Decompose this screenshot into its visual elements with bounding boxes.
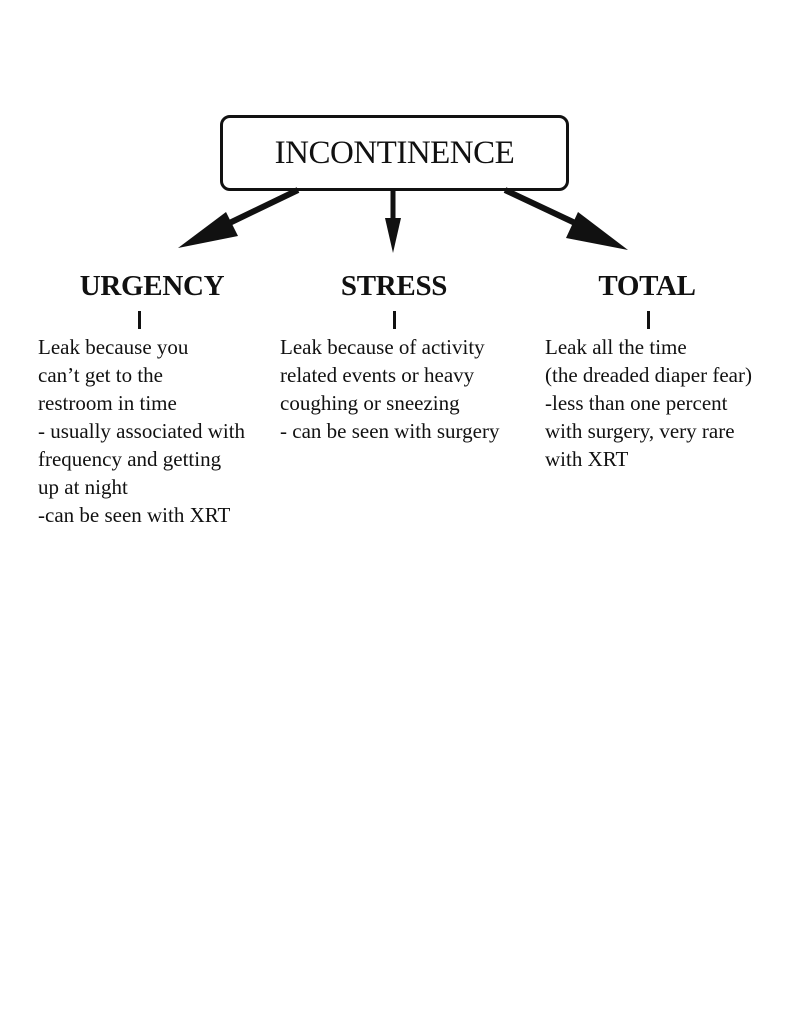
description-urgency: Leak because you can’t get to the restro… [38,333,245,529]
arrow-to-urgency [178,187,300,248]
text-line: with surgery, very rare [545,419,735,443]
text-line: related events or heavy [280,363,475,387]
text-line: with XRT [545,447,629,471]
text-line: restroom in time [38,391,177,415]
text-line: coughing or sneezing [280,391,460,415]
text-line: Leak because you [38,335,189,359]
description-stress: Leak because of activity related events … [280,333,499,445]
text-line: - usually associated with [38,419,246,443]
text-line: (the dreaded diaper fear) [545,363,752,387]
tick-stress [393,311,396,329]
tick-urgency [138,311,141,329]
text-line: -can be seen with XRT [38,503,231,527]
text-line: Leak all the time [545,335,687,359]
heading-total: TOTAL [598,270,696,302]
text-line: up at night [38,475,128,499]
connector-arrows [178,187,628,253]
heading-urgency: URGENCY [79,270,225,302]
tick-total [647,311,650,329]
arrow-to-total [503,187,628,250]
text-line: Leak because of activity [280,335,485,359]
arrow-to-stress [385,188,401,253]
text-line: frequency and getting [38,447,222,471]
root-label: INCONTINENCE [274,134,515,171]
text-line: can’t get to the [38,363,163,387]
text-line: - can be seen with surgery [280,419,500,443]
description-total: Leak all the time (the dreaded diaper fe… [545,333,752,473]
heading-stress: STRESS [340,270,448,302]
text-line: -less than one percent [545,391,728,415]
